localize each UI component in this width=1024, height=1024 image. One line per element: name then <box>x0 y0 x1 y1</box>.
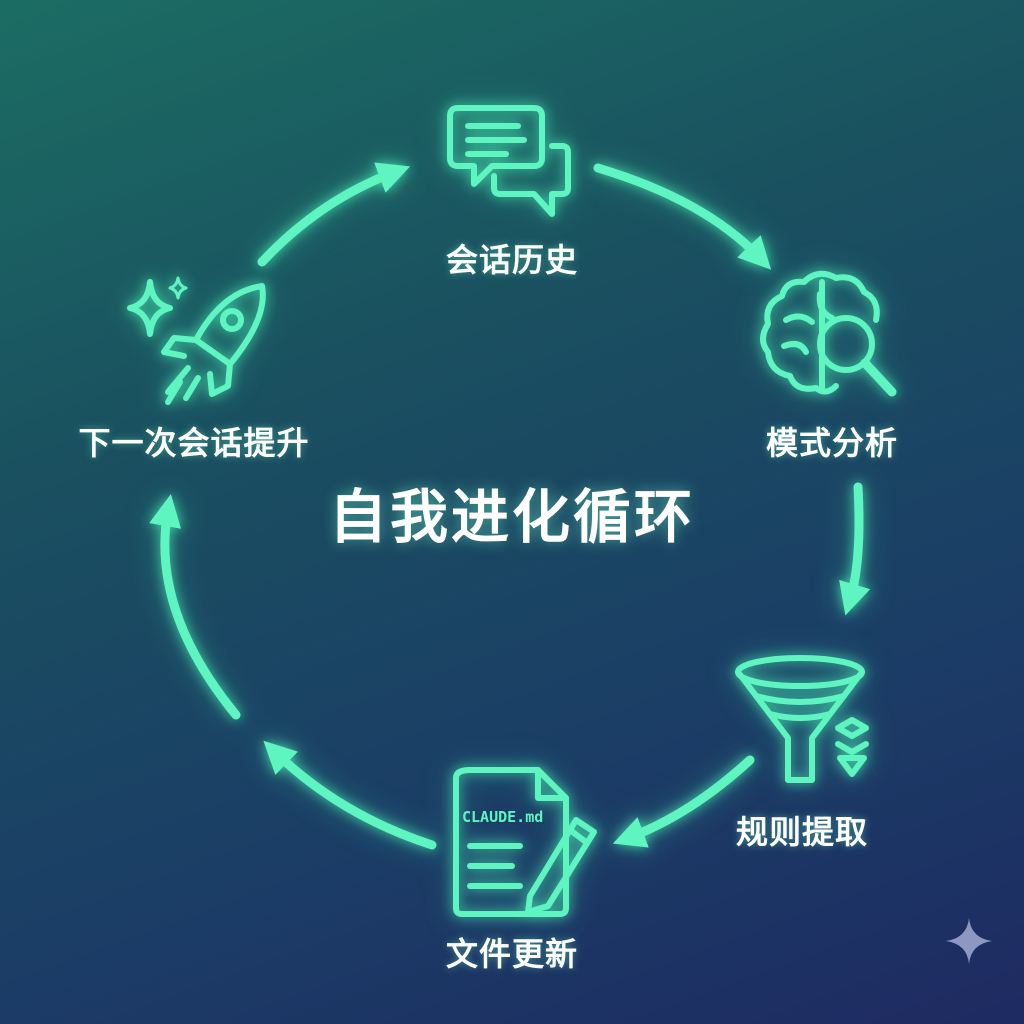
arrow-analysis-to-rules <box>839 482 871 616</box>
diagram-title: 自我进化循环 <box>328 483 696 551</box>
arrow-history-to-analysis <box>593 163 772 270</box>
arrow-rules-to-file <box>612 755 755 848</box>
document-pencil-icon <box>453 767 597 917</box>
arrow-next-to-history <box>257 162 411 267</box>
file-name-text: CLAUDE.md <box>462 808 543 826</box>
rocket-icon <box>161 283 266 405</box>
brain-magnifier-icon <box>760 270 897 397</box>
step-label-next: 下一次会话提升 <box>78 424 310 462</box>
step-label-analysis: 模式分析 <box>765 424 899 462</box>
small-sparkle-icon <box>168 276 188 300</box>
step-label-file: 文件更新 <box>445 935 579 973</box>
sparkle-icon <box>127 279 173 337</box>
chat-bubbles-icon <box>447 105 571 217</box>
funnel-icon <box>735 655 869 783</box>
arrow-file-to-next-left <box>149 494 241 720</box>
step-label-history: 会话历史 <box>445 241 579 279</box>
corner-sparkle-icon <box>946 918 992 964</box>
arrow-file-to-next-bottom <box>263 740 437 850</box>
step-label-rules: 规则提取 <box>735 813 869 851</box>
